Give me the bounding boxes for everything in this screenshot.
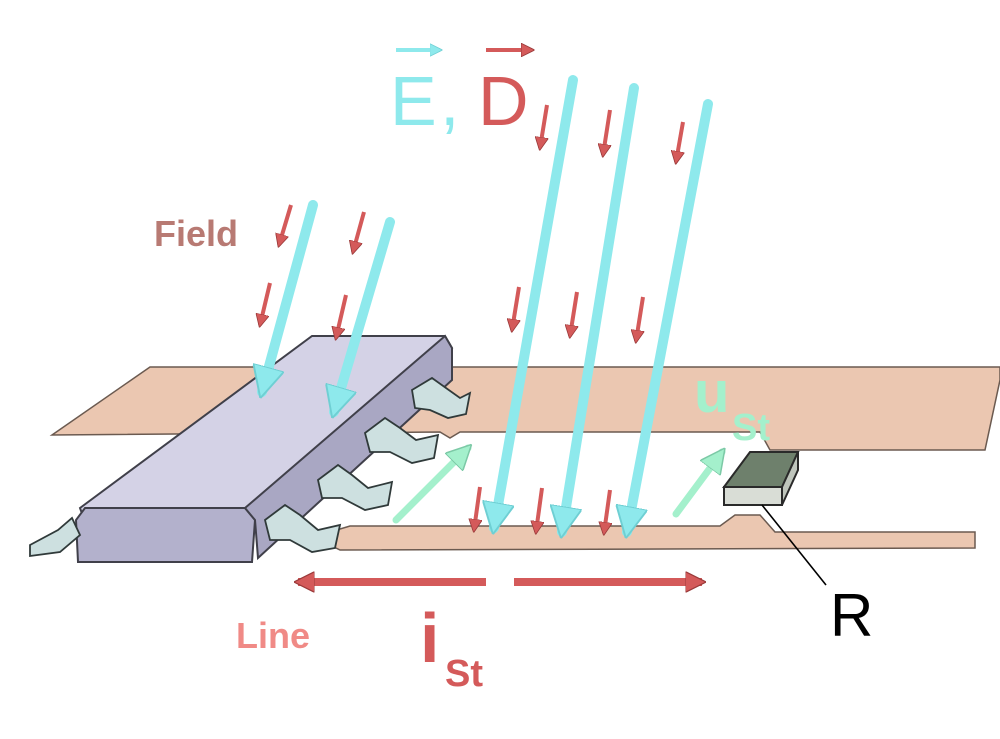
current-main: i [420, 599, 439, 677]
ic-pin [411, 376, 472, 419]
e-field-arrow [627, 99, 713, 532]
chip-right-side [243, 334, 453, 561]
d-field-arrow [676, 121, 685, 162]
chip-front [74, 507, 257, 563]
e-field-arrow [562, 83, 639, 532]
ic-pin [263, 503, 342, 553]
voltage-main: u [694, 360, 729, 425]
e-field-arrow [262, 200, 318, 392]
d-field-arrow [336, 294, 348, 338]
d-field-arrow [540, 104, 549, 148]
resistor-component [722, 451, 800, 506]
d-field-arrow [512, 286, 521, 330]
resistor-label: R [830, 582, 873, 649]
e-field-arrow [334, 217, 395, 412]
e-field-arrows [262, 75, 713, 532]
current-symbol: i St [420, 599, 483, 695]
d-field-arrow [570, 291, 579, 336]
ic-pin [363, 416, 440, 464]
d-field-arrow [353, 211, 366, 252]
d-field-arrow [636, 296, 645, 341]
current-subscript: St [445, 653, 483, 695]
lower-trace [329, 514, 976, 551]
voltage-symbol: u St [694, 360, 770, 449]
ic-pins [29, 376, 472, 558]
d-field-arrow [474, 486, 480, 530]
d-symbol: D [478, 62, 529, 140]
voltage-arrow [392, 448, 468, 524]
field-label: Field [154, 213, 238, 254]
ic-chip [74, 334, 454, 563]
line-label: Line [236, 615, 310, 656]
ic-pin [316, 463, 394, 511]
resistor-leader-line [761, 504, 827, 586]
ic-pin [29, 516, 82, 558]
d-field-arrow [279, 204, 293, 245]
d-field-arrows [260, 104, 685, 533]
d-field-arrow [604, 489, 610, 533]
voltage-subscript: St [732, 407, 770, 449]
comma-separator: , [440, 62, 459, 140]
d-field-arrow [603, 109, 612, 155]
d-field-arrow [536, 487, 542, 532]
resistor-side [781, 451, 799, 506]
resistor-front [723, 486, 783, 506]
voltage-arrows [392, 448, 722, 524]
d-field-arrow [260, 282, 272, 325]
e-symbol: E [390, 62, 437, 140]
e-field-arrow [494, 75, 578, 528]
voltage-arrow [672, 452, 722, 518]
